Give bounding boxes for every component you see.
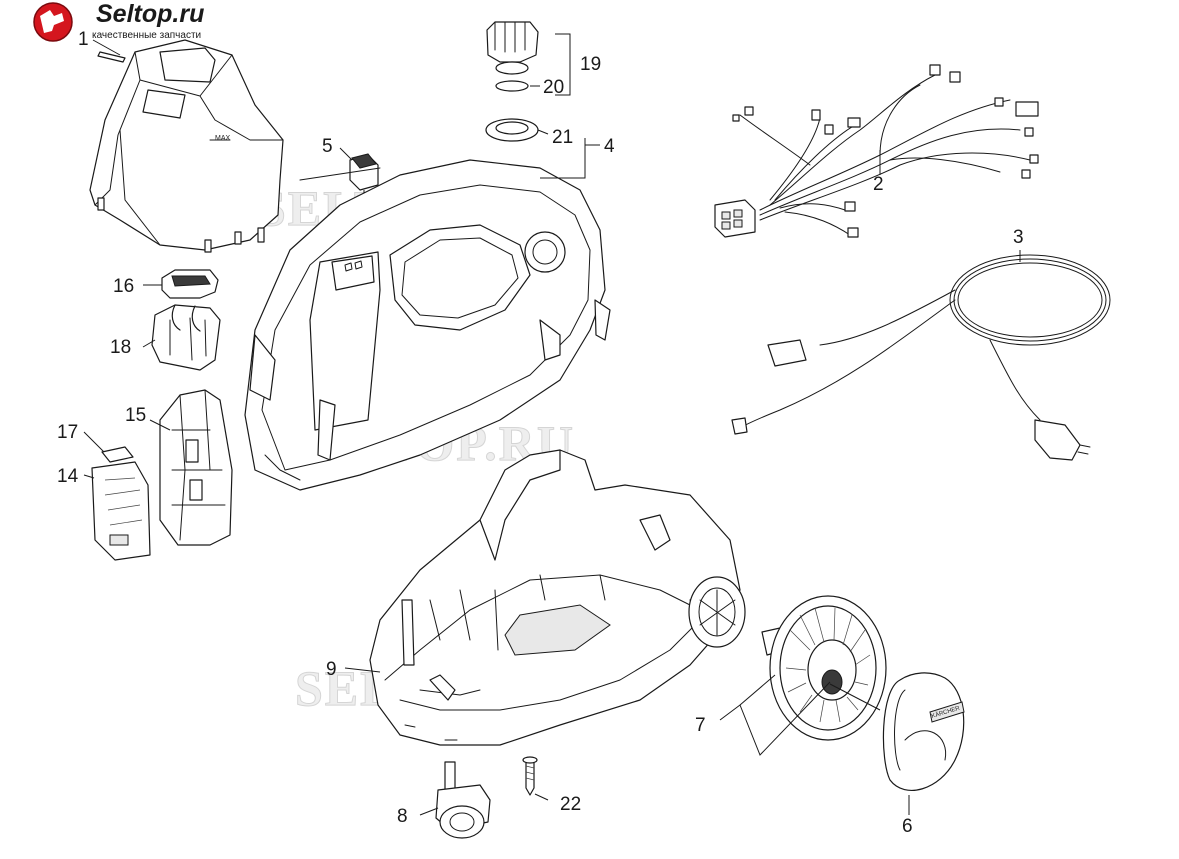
logo-name: Seltop.ru bbox=[96, 0, 204, 28]
callout-9: 9 bbox=[326, 659, 337, 680]
part-base-chassis bbox=[369, 449, 741, 746]
callout-3: 3 bbox=[1013, 227, 1024, 248]
part-power-cord bbox=[731, 254, 1111, 461]
cover-max-mark: MAX bbox=[215, 135, 231, 142]
callout-1: 1 bbox=[78, 29, 89, 50]
callout-15: 15 bbox=[125, 405, 146, 426]
part-seal-ring bbox=[495, 80, 529, 92]
callout-4: 4 bbox=[604, 136, 615, 157]
part-screw bbox=[522, 756, 538, 796]
callout-21: 21 bbox=[552, 127, 573, 148]
part-retaining-ring bbox=[485, 118, 539, 142]
seltop-logo: Seltop.ru качественные запчасти bbox=[33, 0, 204, 42]
leader-lines bbox=[83, 33, 1021, 816]
callout-labels: 1 2 3 4 5 6 7 8 9 14 15 16 17 18 19 20 2… bbox=[57, 29, 1024, 837]
callout-18: 18 bbox=[110, 337, 131, 358]
part-wheel bbox=[688, 576, 887, 741]
part-circuit-board bbox=[91, 461, 151, 561]
callout-14: 14 bbox=[57, 466, 79, 487]
callout-6: 6 bbox=[902, 816, 913, 837]
callout-20: 20 bbox=[543, 77, 564, 98]
callout-8: 8 bbox=[397, 806, 408, 827]
callout-17: 17 bbox=[57, 422, 78, 443]
part-wiring-harness bbox=[714, 64, 1039, 238]
callout-16: 16 bbox=[113, 276, 134, 297]
callout-2: 2 bbox=[873, 174, 884, 195]
part-valve-seal bbox=[161, 269, 219, 299]
part-valve-holder bbox=[151, 304, 221, 371]
part-bracket bbox=[159, 389, 233, 546]
part-castor bbox=[435, 761, 491, 839]
part-filler-cap bbox=[486, 21, 539, 75]
callout-19: 19 bbox=[580, 54, 601, 75]
logo-tagline: качественные запчасти bbox=[92, 30, 201, 41]
part-housing bbox=[244, 159, 611, 491]
part-switch bbox=[349, 153, 379, 265]
wrench-icon bbox=[40, 10, 64, 33]
part-clip bbox=[101, 446, 134, 463]
part-top-cover: MAX bbox=[89, 39, 284, 253]
callout-7: 7 bbox=[695, 715, 706, 736]
part-hubcap: KÄRCHER bbox=[882, 672, 965, 791]
callout-22: 22 bbox=[560, 794, 581, 815]
callout-5: 5 bbox=[322, 136, 333, 157]
